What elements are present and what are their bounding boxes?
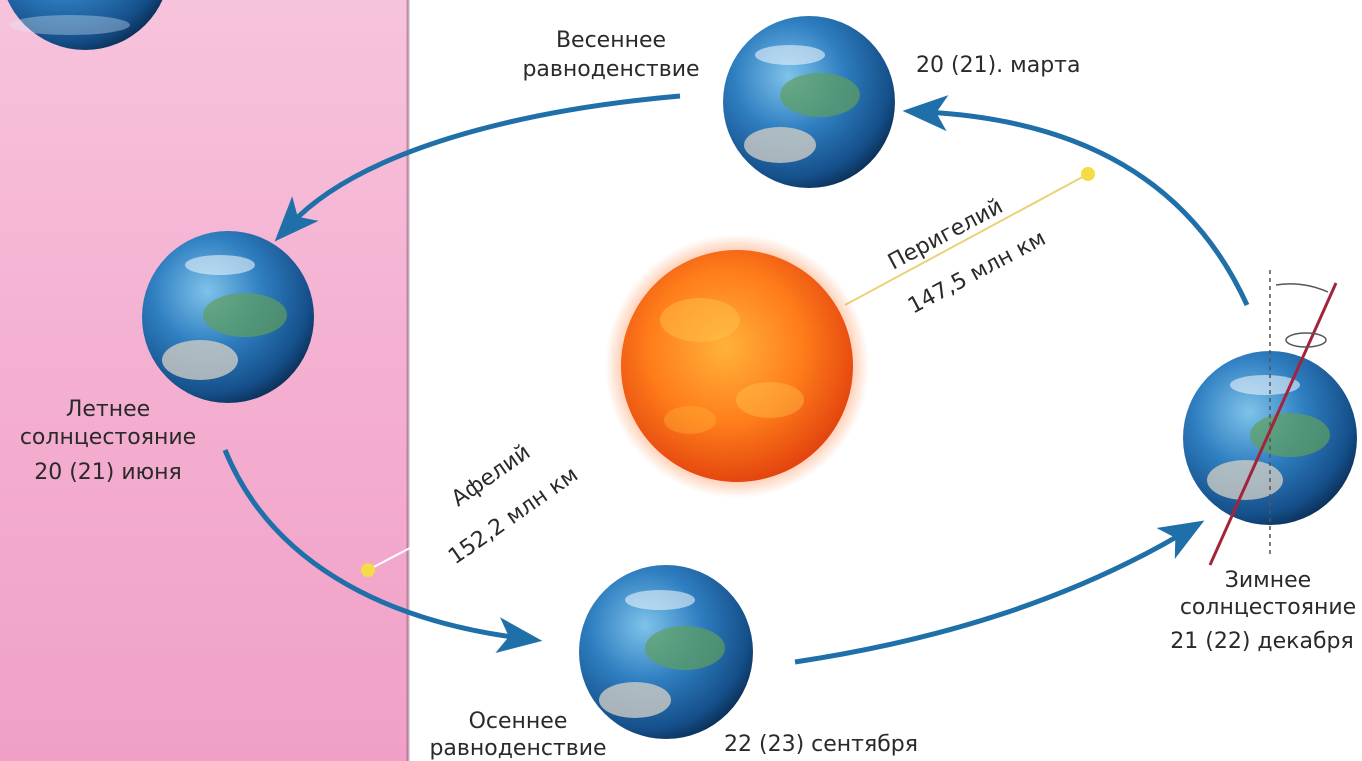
autumn-title-line2: равноденствие xyxy=(429,736,606,761)
aphelion-line xyxy=(367,547,411,571)
spring-title-line2: равноденствие xyxy=(522,57,699,82)
earth-spring xyxy=(723,16,895,188)
spring-date: 20 (21). марта xyxy=(916,53,1080,78)
summer-title-line1: Летнее xyxy=(66,397,150,422)
winter-date: 21 (22) декабря xyxy=(1170,629,1353,654)
spring-title-line1: Весеннее xyxy=(556,28,666,53)
autumn-title-line1: Осеннее xyxy=(469,709,568,734)
autumn-date: 22 (23) сентября xyxy=(724,732,918,757)
orbit-arrow-winter-to-spring xyxy=(902,95,1250,307)
orbit-arrow-autumn-to-winter xyxy=(794,520,1205,665)
sun xyxy=(605,234,869,498)
axis-tilt-arrow xyxy=(1275,283,1329,293)
orbit-arrow-spring-to-summer xyxy=(274,93,681,242)
earth-autumn xyxy=(579,565,753,739)
summer-title-line2: солнцестояние xyxy=(20,425,196,450)
perihelion-line xyxy=(844,173,1089,306)
orbit-arrow-summer-to-autumn xyxy=(222,449,543,653)
earth-axis-line xyxy=(1208,282,1338,566)
rotation-arrow-icon xyxy=(1285,332,1327,348)
summer-date: 20 (21) июня xyxy=(34,460,182,485)
perihelion-marker xyxy=(1081,167,1095,181)
aphelion-marker xyxy=(361,563,375,577)
winter-title-line2: солнцестояние xyxy=(1180,595,1356,620)
partial-earth-top-left xyxy=(7,0,163,50)
winter-title-line1: Зимнее xyxy=(1225,568,1311,593)
earth-summer xyxy=(142,231,314,403)
